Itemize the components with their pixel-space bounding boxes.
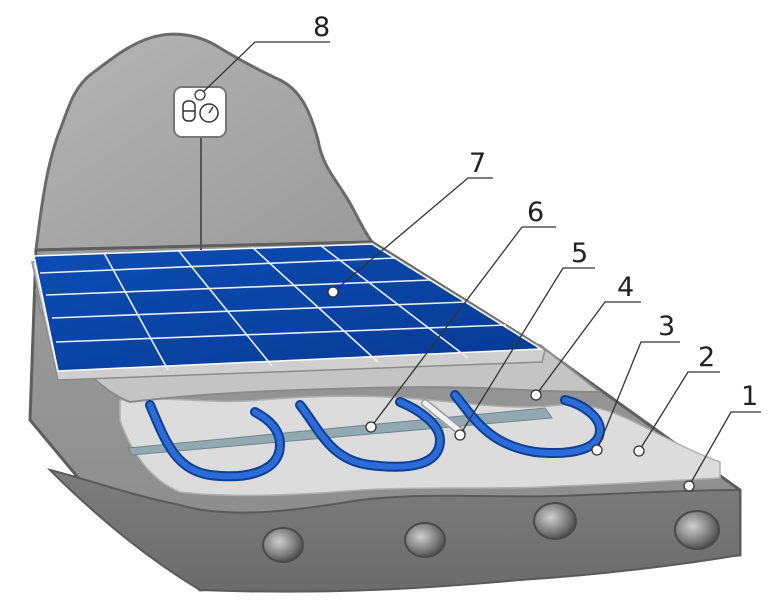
slab-holes	[262, 502, 720, 563]
heating-cable	[145, 390, 606, 482]
slab-front	[46, 468, 741, 593]
callout-4: 4	[617, 272, 635, 303]
callout-1: 1	[741, 381, 759, 412]
callout-5: 5	[571, 238, 589, 269]
temperature-sensor	[421, 399, 466, 437]
thermostat	[173, 86, 227, 138]
callout-markers	[194, 89, 695, 492]
callout-6: 6	[527, 197, 545, 228]
callout-leaders	[199, 41, 761, 487]
callout-7: 7	[469, 148, 487, 179]
callout-8: 8	[313, 12, 331, 43]
thermostat-icon	[182, 100, 219, 123]
callout-3: 3	[658, 311, 676, 342]
floor-tiles	[33, 243, 544, 372]
wall	[34, 32, 375, 252]
callout-2: 2	[698, 342, 716, 373]
